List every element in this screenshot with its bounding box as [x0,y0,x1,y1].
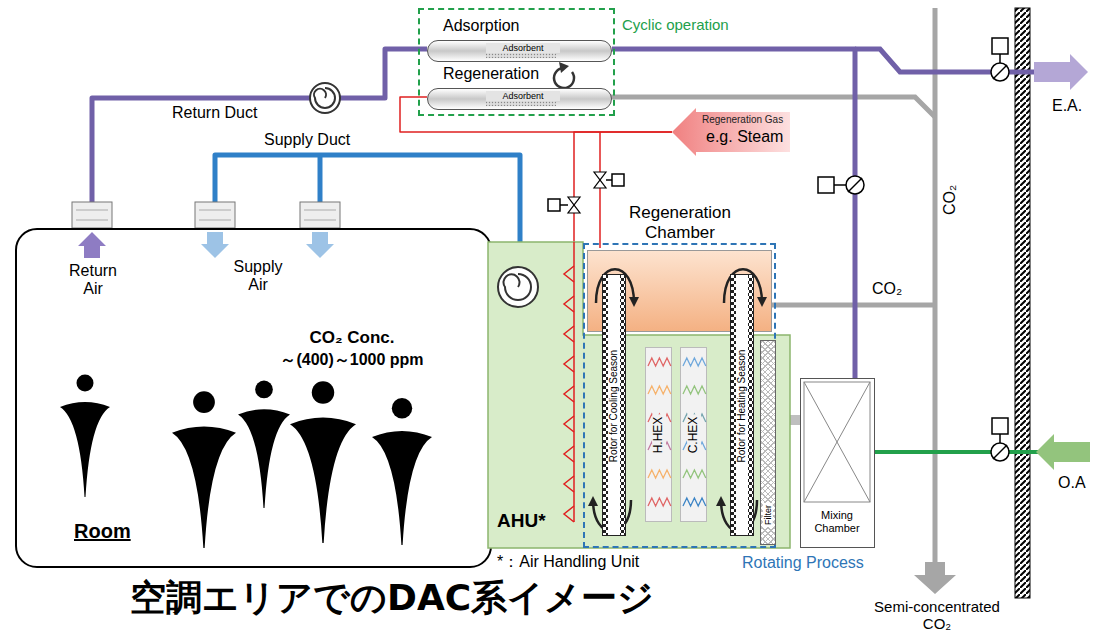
edge-label: Return Duct [170,104,259,122]
annotation-label: *：Air Handling Unit [497,553,639,571]
node-text: C.HEX [687,415,701,456]
rotor: Rotor for Cooling Season [602,274,626,536]
node-text: Adsorbent [486,91,560,101]
air-handling-unit: AHU* Rotating ProcessRegeneration Chamber… [488,242,790,548]
filter: Filter [760,340,776,545]
annotation-label: E.A. [1052,97,1082,115]
regeneration-gas-arrow: Regeneration Gas e.g. Steam [672,108,790,156]
node-text: Regeneration Gas [702,114,783,126]
duct-connector [92,49,427,228]
node-text: Adsorbent [486,43,560,53]
duct-connector [790,415,800,425]
node-text: Rotor for Heating Season [736,350,748,463]
annotation-label: CO₂ [872,280,902,298]
rotating-process-box: Rotating ProcessRegeneration ChamberRoto… [583,243,776,548]
node-text: Mixing Chamber [801,509,873,534]
annotation-label: Supply Air [226,258,290,295]
edge-label: Supply Duct [262,131,352,149]
mixing-chamber: Mixing Chamber [800,378,875,548]
node-text: Filter [763,503,773,527]
annotation-label: CO₂ [941,185,959,215]
cooling-coil: C.HEX [680,347,707,522]
adsorber-vessel: AdsorptionAdsorbent [427,40,612,62]
node-text: CO₂ Conc. [277,328,427,348]
node-text: e.g. Steam [706,128,783,146]
node-text: Rotating Process [742,554,864,572]
node-text: Regeneration Chamber [615,203,745,242]
node-text: H.HEX [652,415,666,456]
node-text: Room [74,520,131,543]
node-text: Cyclic operation [622,16,729,33]
heating-coil: H.HEX [645,347,672,522]
node-text: Regeneration [443,65,539,83]
cyclic-box: Cyclic operationAdsorptionAdsorbentRegen… [418,8,615,116]
annotation-label: O.A [1058,474,1086,492]
annotation-label: Semi-concentrated CO₂ [862,598,1012,633]
node-text: ～(400)～1000 ppm [257,351,447,369]
node-text: Adsorption [443,17,520,35]
node-text: AHU* [497,510,546,532]
annotation-label: Return Air [60,262,126,299]
rotor: Rotor for Heating Season [730,274,754,536]
regenerator-vessel: RegenerationAdsorbent [427,88,612,110]
node-text: Rotor for Cooling Season [608,350,620,462]
diagram-title: 空調エリアでのDAC系イメージ [130,577,654,618]
